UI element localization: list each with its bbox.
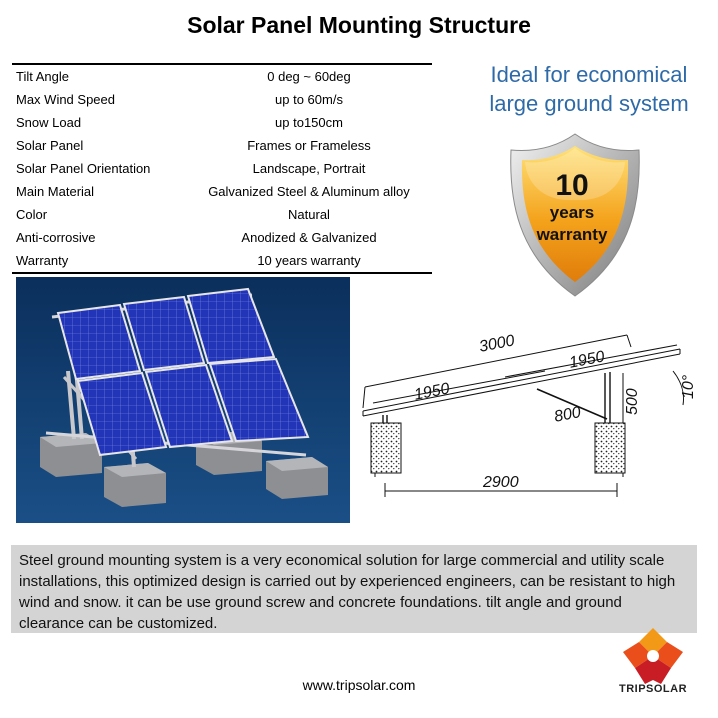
spec-value: up to150cm — [275, 115, 343, 130]
spec-value: Frames or Frameless — [247, 138, 371, 153]
dim-total-label: 3000 — [478, 332, 516, 355]
spec-row: Warranty 10 years warranty — [12, 249, 432, 272]
spec-row: Main Material Galvanized Steel & Aluminum… — [12, 180, 432, 203]
spec-label: Snow Load — [16, 115, 82, 130]
spec-value: 10 years warranty — [257, 253, 361, 268]
tripsolar-logo-icon — [623, 628, 683, 684]
badge-line-2: warranty — [536, 225, 608, 244]
ideal-line-1: Ideal for economical — [490, 62, 688, 87]
spec-label: Main Material — [16, 184, 95, 199]
spec-value: Landscape, Portrait — [252, 161, 366, 176]
badge-number: 10 — [555, 169, 589, 202]
dim-lower-label: 1950 — [413, 380, 451, 403]
spec-row: Solar Panel Orientation Landscape, Portra… — [12, 157, 432, 180]
spec-value: Galvanized Steel & Aluminum alloy — [208, 184, 410, 199]
page-title: Solar Panel Mounting Structure — [187, 12, 531, 38]
website-link[interactable]: www.tripsolar.com — [302, 677, 416, 693]
spec-label: Solar Panel — [16, 138, 84, 153]
warranty-badge: 10 years warranty — [505, 170, 639, 246]
spec-value: Anodized & Galvanized — [241, 230, 377, 245]
ideal-line-2: large ground system — [489, 91, 689, 116]
spec-label: Solar Panel Orientation — [16, 161, 151, 176]
description-box: Steel ground mounting system is a very e… — [11, 545, 697, 633]
dim-brace-label: 800 — [553, 404, 583, 426]
spec-label: Anti-corrosive — [16, 230, 96, 245]
spec-value: Natural — [288, 207, 330, 222]
spec-label: Warranty — [16, 253, 69, 268]
spec-value: 0 deg ~ 60deg — [267, 69, 351, 84]
logo-text: TRIPSOLAR — [618, 683, 688, 695]
spec-row: Snow Load up to150cm — [12, 111, 432, 134]
dim-height-label: 500 — [624, 388, 641, 415]
mounting-render-image — [16, 277, 350, 523]
spec-row: Solar Panel Frames or Frameless — [12, 134, 432, 157]
warranty-shield-icon — [510, 133, 640, 297]
dim-upper-label: 1950 — [568, 348, 606, 371]
spec-row: Max Wind Speed up to 60m/s — [12, 88, 432, 111]
spec-row: Color Natural — [12, 203, 432, 226]
dimension-drawing: 3000 1950 1950 800 500 10° 2900 — [362, 332, 697, 497]
spec-label: Color — [16, 207, 48, 222]
spec-row: Tilt Angle 0 deg ~ 60deg — [12, 65, 432, 88]
spec-row: Anti-corrosive Anodized & Galvanized — [12, 226, 432, 249]
spec-value: up to 60m/s — [275, 92, 343, 107]
badge-line-1: years — [549, 203, 595, 222]
spec-label: Max Wind Speed — [16, 92, 115, 107]
spec-label: Tilt Angle — [16, 69, 69, 84]
ideal-text: Ideal for economical large ground system — [474, 60, 704, 118]
dim-angle-label: 10° — [680, 374, 697, 399]
dim-base-label: 2900 — [482, 474, 519, 491]
